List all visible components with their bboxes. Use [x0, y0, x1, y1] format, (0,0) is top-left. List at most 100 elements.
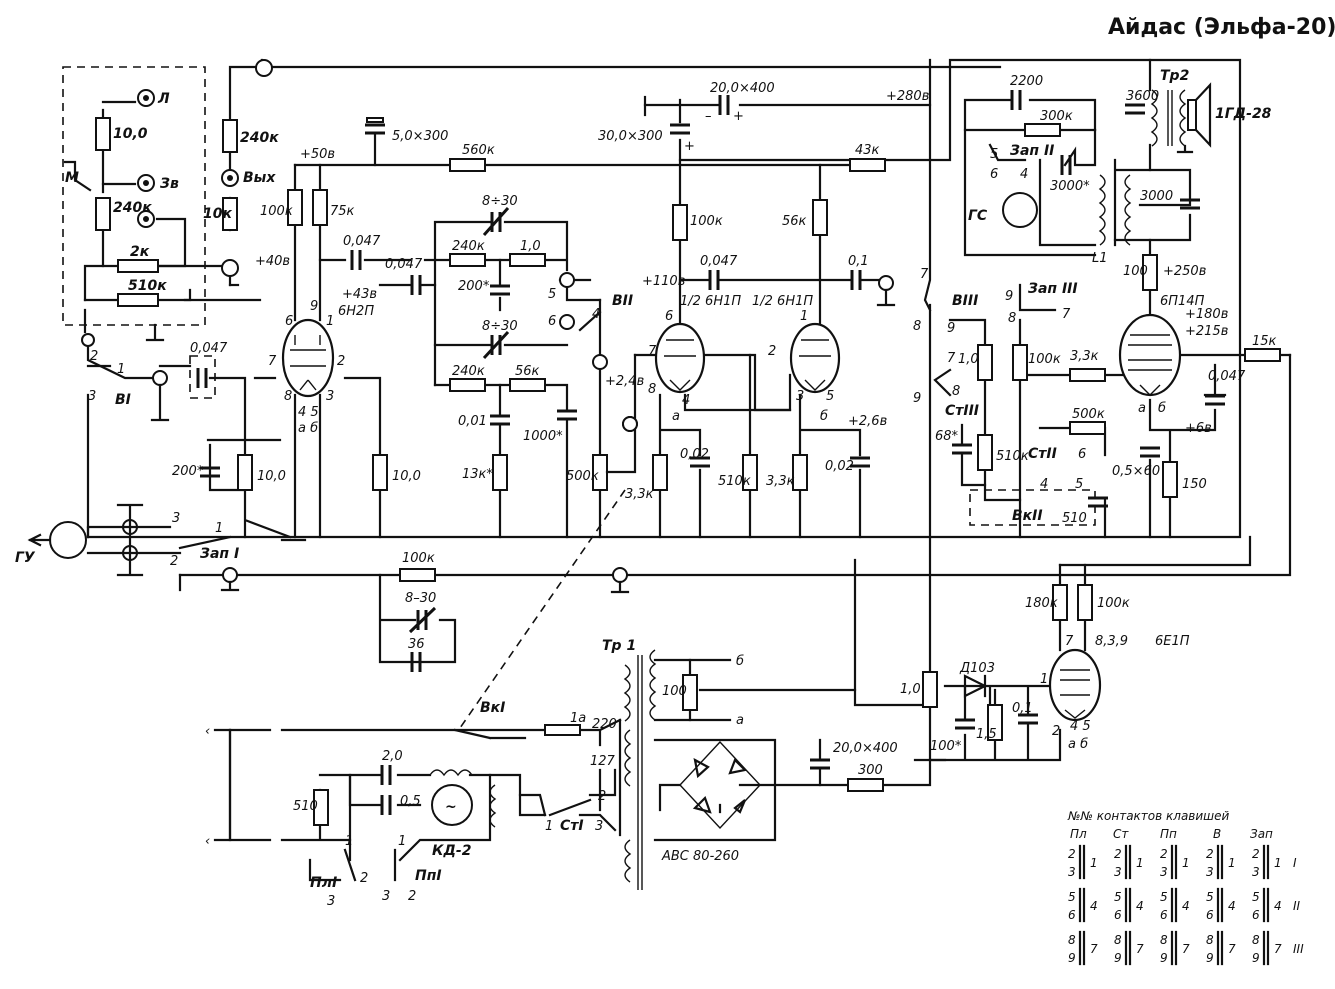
label-R1_0b: 1,0	[900, 682, 921, 697]
label-C3600: 3600	[1126, 89, 1159, 104]
6n1p-pin3: 3	[796, 389, 804, 404]
zapi-terminal	[222, 567, 238, 583]
capacitor-8-30c	[408, 606, 437, 634]
zapiii-pin8: 8	[1008, 311, 1016, 326]
contact-pin-top: 5	[1068, 890, 1076, 904]
contact-table-header: №№ контактов клавишей	[1067, 809, 1230, 823]
transformer-tr2	[1150, 89, 1187, 147]
zapi-pin3: 3	[172, 511, 180, 526]
label-pins: 8,3,9	[1095, 634, 1128, 649]
label-R15k: 15к	[1252, 334, 1277, 349]
contact-pin-bottom: 3	[1068, 865, 1076, 879]
motor-symbol: ~	[445, 799, 457, 815]
gu-shield	[86, 503, 182, 577]
c20-minus: –	[705, 109, 712, 124]
pl-pin3: 3	[327, 894, 335, 909]
label-R510b: 510к	[718, 474, 751, 489]
label-R100d: 100к	[1028, 352, 1061, 367]
label-V40: +40в	[255, 254, 290, 269]
label-V180: +180в	[1185, 307, 1228, 322]
label-C0047d: 0,047	[700, 254, 738, 269]
diode-d103	[963, 674, 988, 698]
label-R3_3b: 3,3к	[766, 474, 795, 489]
zapi-pin2: 2	[170, 554, 178, 569]
vki-switch	[453, 728, 527, 740]
contact-col-3: В	[1213, 827, 1221, 841]
pin8: 8	[284, 389, 292, 404]
tube-6n1p-b-internals	[799, 339, 831, 391]
transformer-tr1	[623, 649, 657, 890]
resistor-240k-a	[95, 197, 111, 231]
stii-pin4: 4	[1040, 477, 1048, 492]
contact-pin-top: 8	[1068, 933, 1076, 947]
capacitor-100	[955, 718, 975, 730]
contact-pin-top: 2	[1160, 847, 1168, 861]
fuse-1a	[544, 724, 581, 736]
c01-ground	[876, 288, 896, 307]
v1-pin3: 3	[88, 389, 96, 404]
capacitor-1000	[557, 409, 577, 421]
6n1p-pin2: 2	[768, 344, 776, 359]
tube-6e1p	[1048, 648, 1102, 722]
v1-terminal	[152, 370, 168, 386]
contact-bar	[1262, 844, 1270, 880]
label-V6: +6в	[1185, 421, 1212, 436]
resistor-43k	[849, 158, 886, 172]
label-D103: Д103	[959, 661, 995, 676]
contact-pin-top: 8	[1252, 933, 1260, 947]
resistor-1-5	[987, 704, 1003, 741]
label-GS: ГС	[968, 208, 988, 224]
contact-pin-mid: 4	[1090, 899, 1098, 913]
label-C68: 68*	[935, 429, 959, 444]
input-connector-block	[62, 66, 206, 326]
capacitor-3600	[1125, 103, 1145, 115]
label-R1_5: 1,5	[976, 727, 997, 742]
contact-pin-bottom: 6	[1160, 908, 1168, 922]
contact-table: №№ контактов клавишей Пл Ст Пп В Зап	[1067, 809, 1273, 841]
fbsw-pin9: 9	[913, 391, 921, 406]
label-C0047c: 0,047	[190, 341, 228, 356]
label-R1_0: 1,0	[520, 239, 541, 254]
resistor-100k-a	[287, 189, 303, 226]
v1-pin1: 1	[117, 362, 125, 377]
label-V280: +280в	[886, 89, 929, 104]
contact-pin-top: 2	[1114, 847, 1122, 861]
label-6N2P: 6Н2П	[338, 304, 374, 319]
capacitor-2200	[1010, 90, 1022, 110]
resistor-150	[1162, 461, 1178, 498]
contact-pin-bottom: 9	[1160, 951, 1168, 965]
contact-pin-mid: 7	[1090, 942, 1098, 956]
mechanical-link	[459, 489, 626, 729]
contact-pin-top: 2	[1068, 847, 1076, 861]
contact-roman: II	[1293, 899, 1301, 913]
contact-pin-bottom: 3	[1252, 865, 1260, 879]
contact-bar	[1262, 887, 1270, 923]
label-C002b: 0,02	[825, 459, 854, 474]
label-C0047a: 0,047	[343, 234, 381, 249]
6n1p-pin4: 4	[682, 393, 690, 408]
capacitor-8-30b	[482, 330, 510, 360]
label-R300: 300к	[1040, 109, 1073, 124]
resistor-56k-b	[812, 199, 828, 236]
label-V220: 220	[592, 717, 617, 732]
resistor-240k-b	[449, 253, 486, 267]
capacitor-0047e	[1205, 394, 1225, 406]
contact-pin-mid: 7	[1228, 942, 1236, 956]
resistor-510-e	[313, 789, 329, 826]
label-R2k: 2к	[130, 244, 150, 260]
vii-terminal	[559, 272, 575, 288]
pp-pin2: 2	[408, 889, 416, 904]
label-R240c: 240к	[452, 364, 485, 379]
6n1p-pin1: 1	[800, 309, 808, 324]
contact-pin-top: 5	[1252, 890, 1260, 904]
label-R500b: 500к	[1072, 407, 1105, 422]
label-R100b: 100к	[690, 214, 723, 229]
contact-pin-mid: 1	[1274, 856, 1282, 870]
label-V43: +43в	[342, 287, 377, 302]
zapii-switch	[988, 143, 1027, 162]
label-C0_1c: 0,1	[1012, 701, 1033, 716]
capacitor-5uf	[366, 117, 384, 123]
fb-ground	[610, 580, 630, 594]
capacitor-8-30a	[482, 207, 510, 236]
6e1p-pin7: 7	[1065, 634, 1074, 649]
